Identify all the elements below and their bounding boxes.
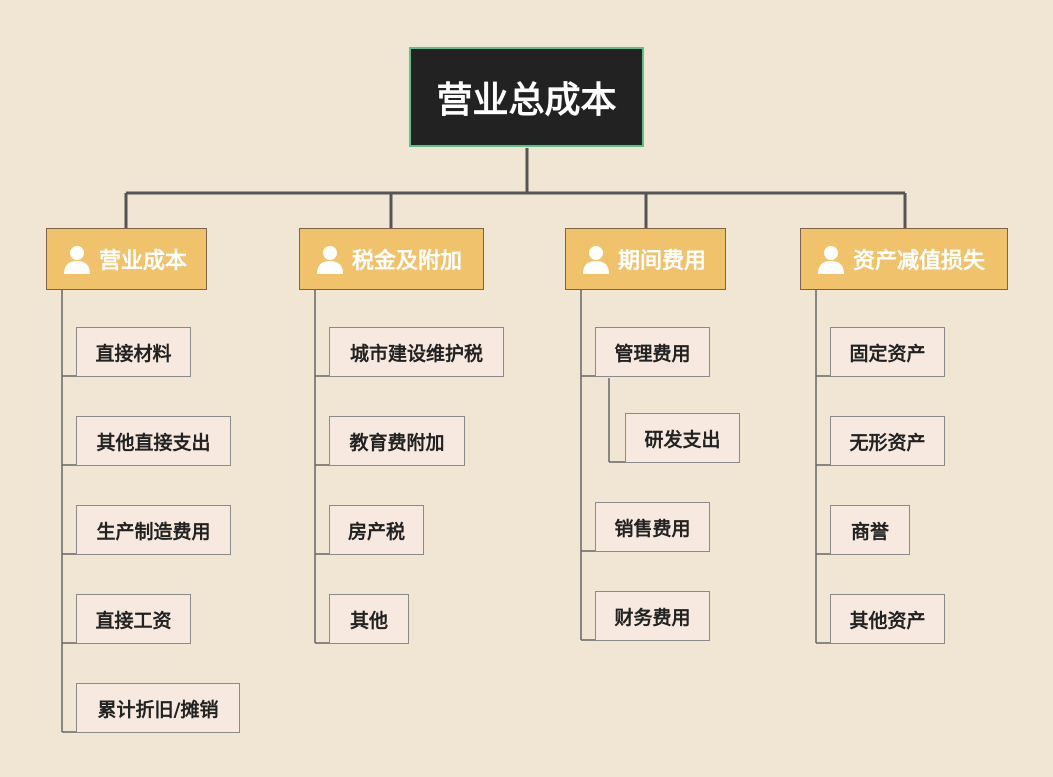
root-node: 营业总成本: [409, 47, 644, 147]
leaf-node: 生产制造费用: [76, 505, 231, 555]
leaf-node: 教育费附加: [329, 416, 465, 466]
category-node-1: 税金及附加: [299, 228, 484, 290]
leaf-node: 其他: [329, 594, 409, 644]
leaf-node: 商誉: [830, 505, 910, 555]
category-node-3: 资产减值损失: [800, 228, 1008, 290]
person-icon: [64, 246, 90, 274]
leaf-node: 城市建设维护税: [329, 327, 504, 377]
person-icon: [818, 246, 844, 274]
category-label: 营业成本: [99, 249, 188, 274]
leaf-node: 其他直接支出: [76, 416, 231, 466]
leaf-node: 管理费用: [595, 327, 710, 377]
leaf-node: 直接工资: [76, 594, 191, 644]
category-label: 资产减值损失: [853, 249, 986, 274]
leaf-node: 房产税: [329, 505, 424, 555]
leaf-child-node: 研发支出: [625, 413, 740, 463]
leaf-node: 销售费用: [595, 502, 710, 552]
leaf-node: 无形资产: [830, 416, 945, 466]
person-icon: [317, 246, 343, 274]
category-label: 税金及附加: [352, 249, 463, 274]
leaf-node: 直接材料: [76, 327, 191, 377]
leaf-node: 固定资产: [830, 327, 945, 377]
category-node-2: 期间费用: [565, 228, 726, 290]
leaf-node: 财务费用: [595, 591, 710, 641]
category-node-0: 营业成本: [46, 228, 207, 290]
leaf-node: 其他资产: [830, 594, 945, 644]
category-label: 期间费用: [618, 249, 707, 274]
person-icon: [583, 246, 609, 274]
leaf-node: 累计折旧/摊销: [76, 683, 240, 733]
